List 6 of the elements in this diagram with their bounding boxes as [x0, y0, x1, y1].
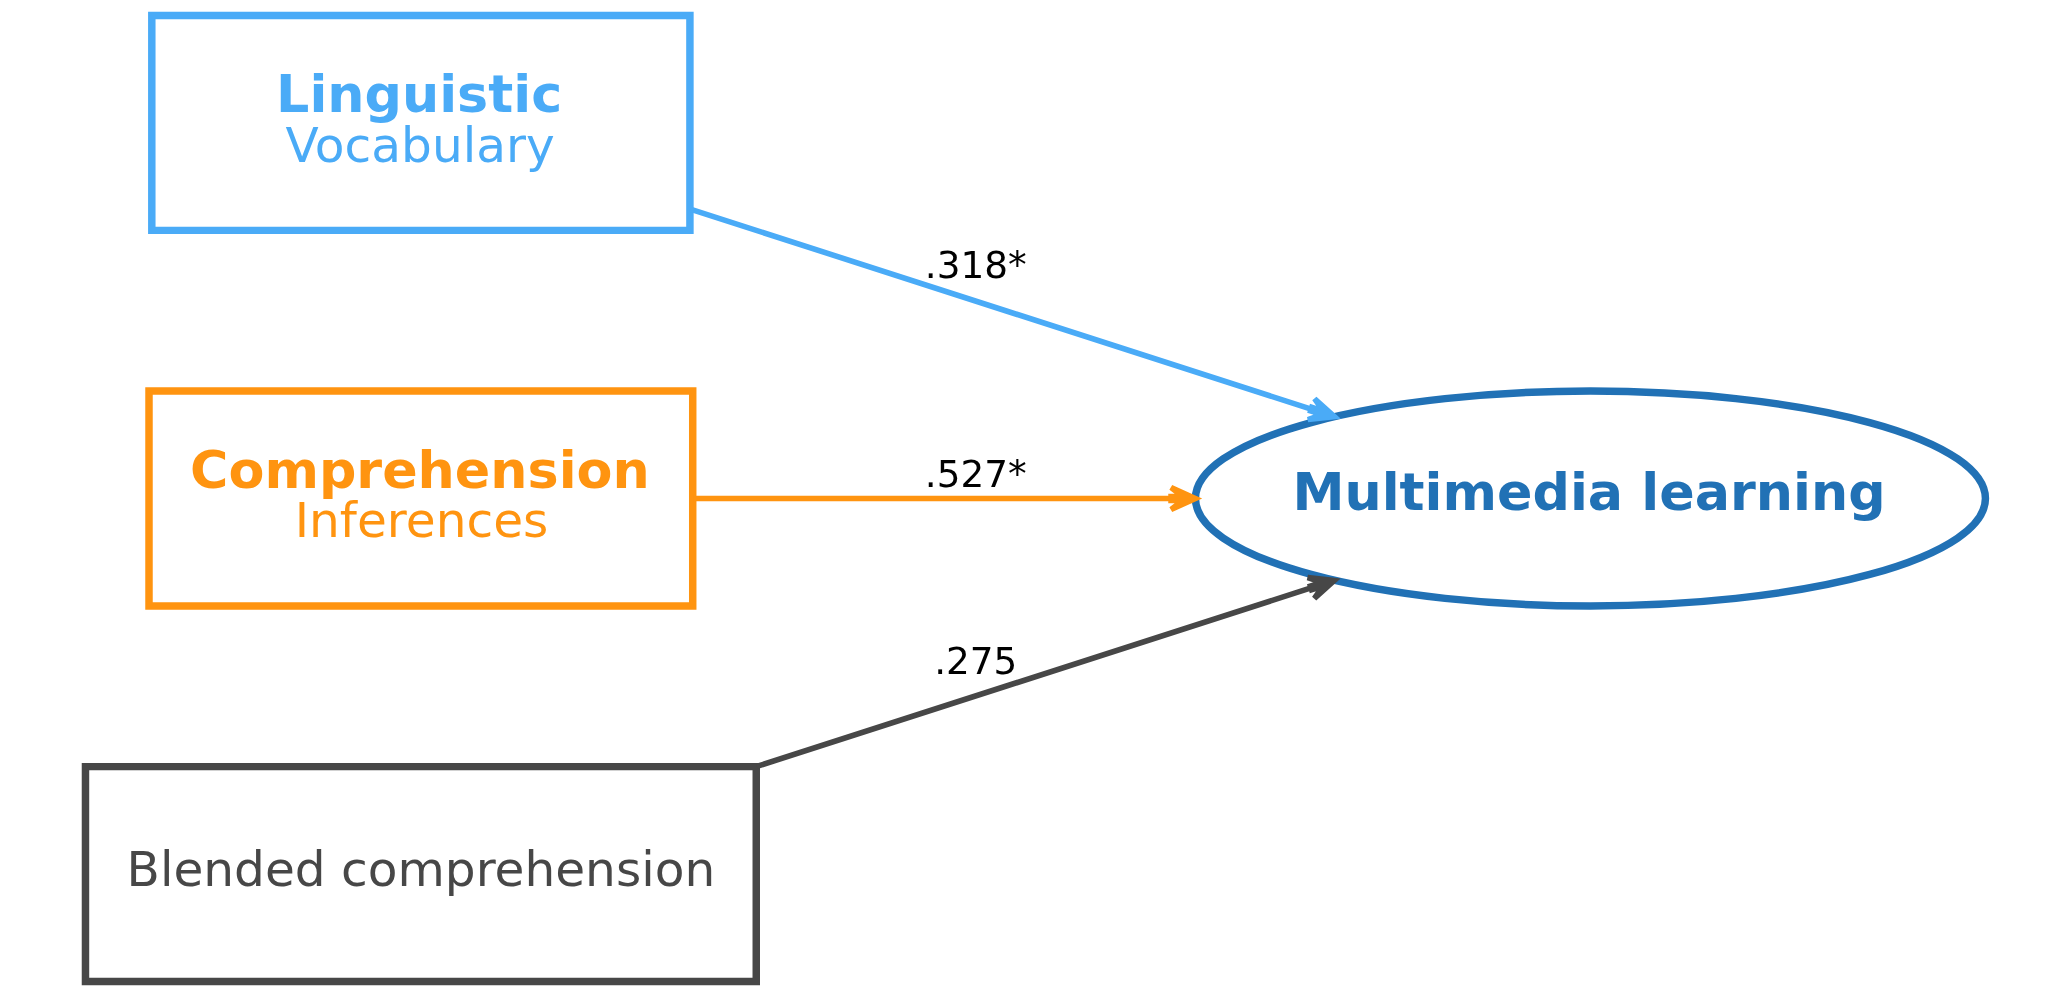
- edge-label: .275: [933, 639, 1017, 684]
- node-box: Blended comprehension: [81, 762, 760, 986]
- node-box: Comprehension Inferences: [144, 387, 696, 610]
- edge-label: .527*: [924, 452, 1027, 497]
- node-box: Linguistic Vocabulary: [147, 11, 694, 235]
- node-ellipse: Multimedia learning: [1191, 387, 1989, 610]
